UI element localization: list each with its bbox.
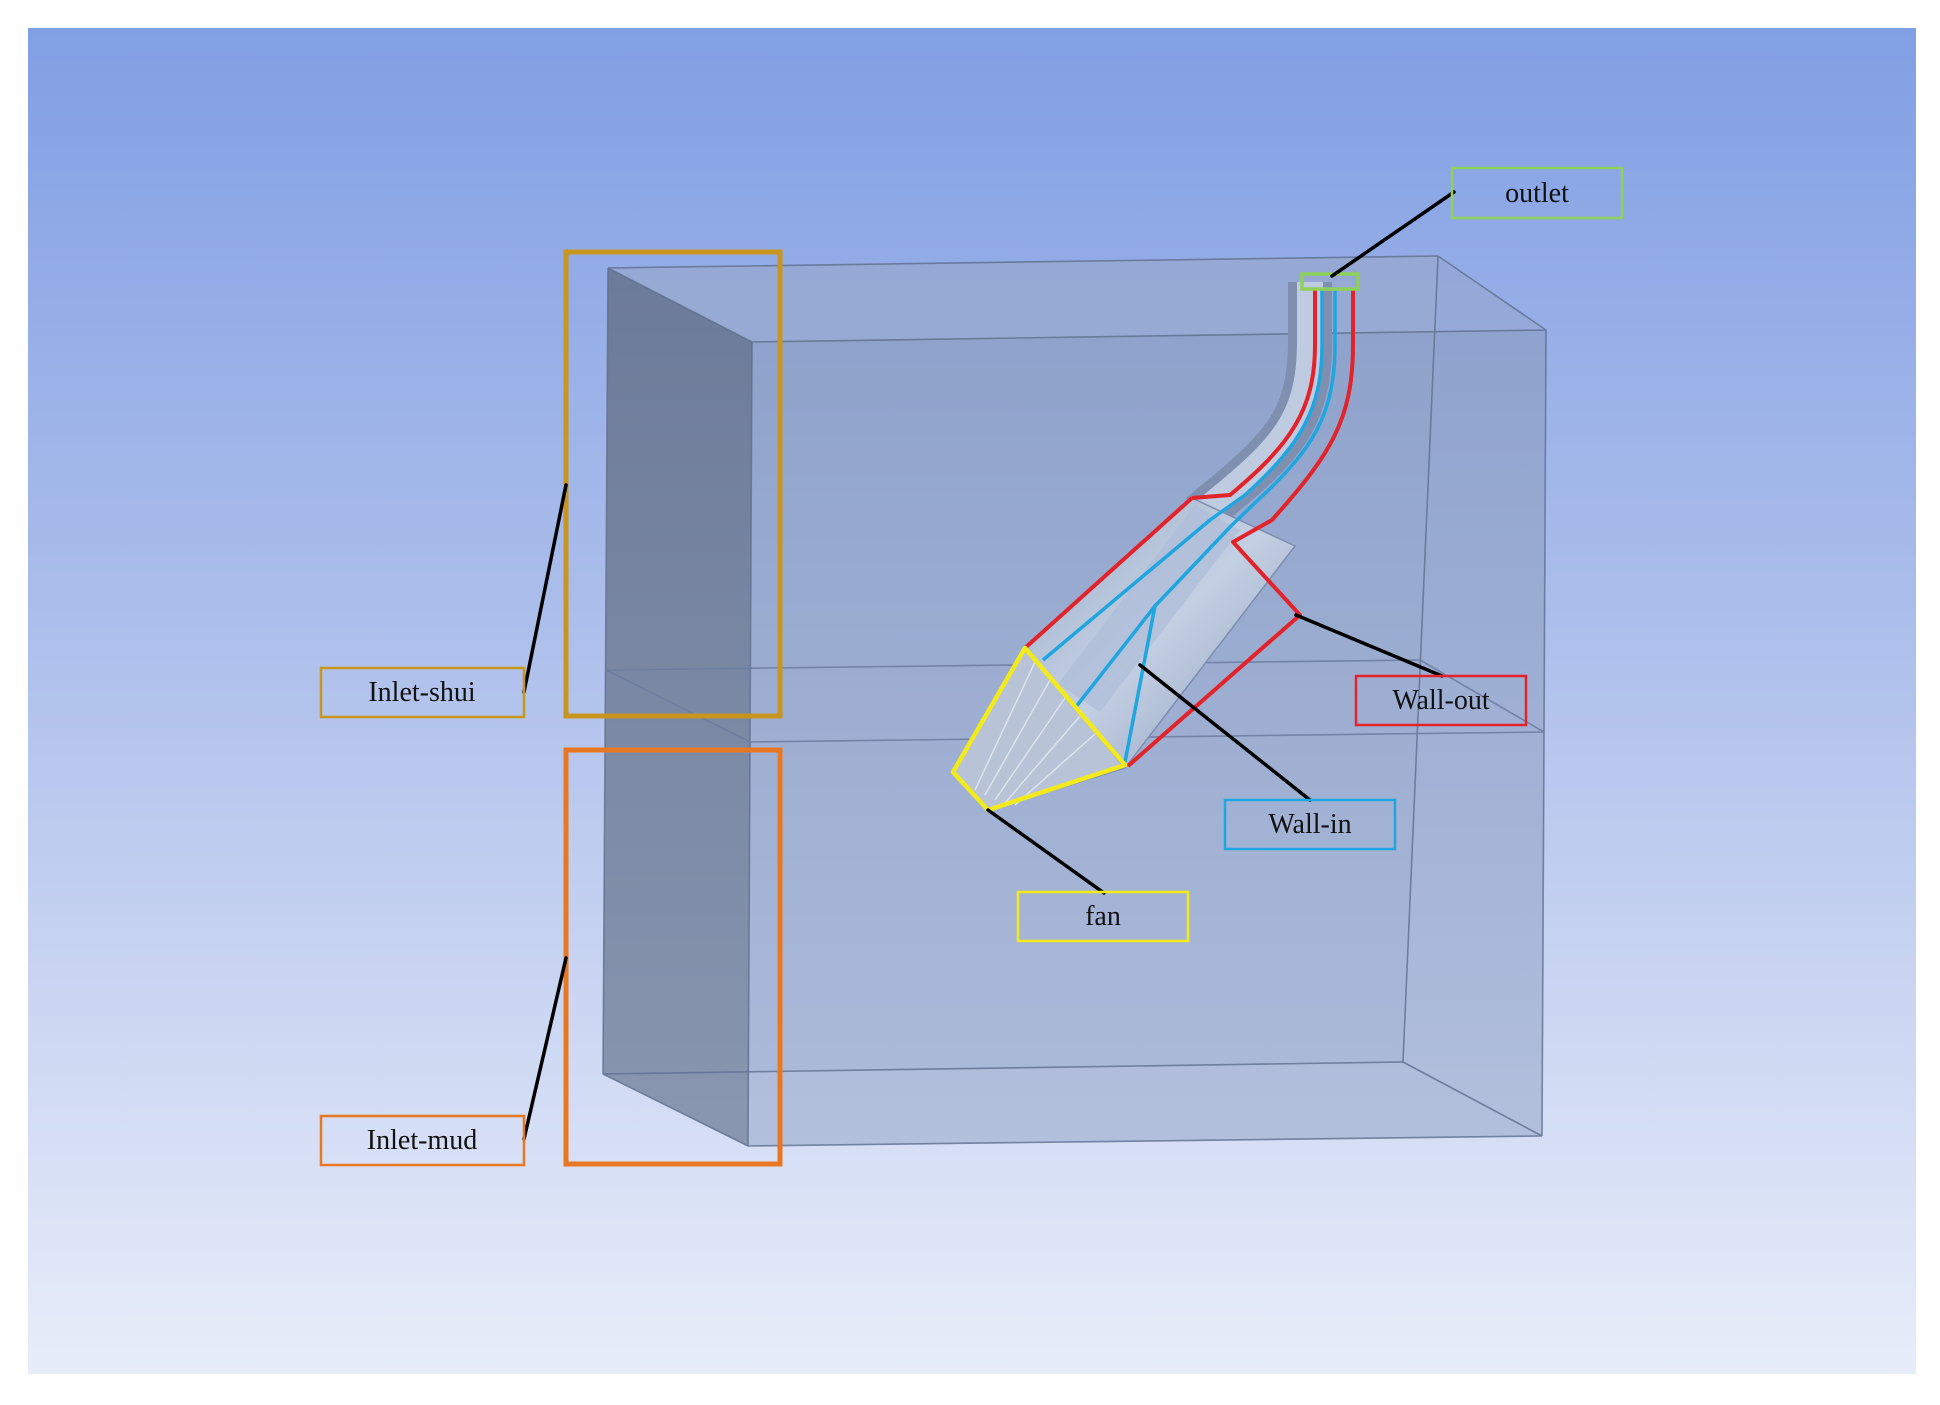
wall-in-outline <box>1041 290 1337 763</box>
leader-fan <box>986 808 1106 895</box>
outlet-outline <box>1300 272 1360 291</box>
wall-out-outline <box>1023 290 1355 768</box>
label-wall-in: Wall-in <box>1223 798 1397 851</box>
leader-inlet-mud <box>522 956 568 1141</box>
leader-inlet-shui <box>522 483 568 694</box>
label-inlet-mud: Inlet-mud <box>319 1114 526 1167</box>
domain-box <box>602 255 1547 1147</box>
label-fan: fan <box>1016 890 1190 943</box>
label-wall-out: Wall-out <box>1354 674 1528 727</box>
label-outlet: outlet <box>1450 166 1624 220</box>
label-wall-in-text: Wall-in <box>1268 809 1351 840</box>
label-fan-text: fan <box>1085 901 1121 932</box>
label-inlet-mud-text: Inlet-mud <box>367 1125 477 1156</box>
label-inlet-shui: Inlet-shui <box>319 666 526 719</box>
label-inlet-shui-text: Inlet-shui <box>368 677 476 708</box>
label-outlet-text: outlet <box>1505 178 1569 209</box>
leader-wall-in <box>1138 663 1312 802</box>
leader-outlet <box>1330 190 1456 278</box>
leader-lines <box>522 190 1456 1141</box>
suction-pipe <box>952 282 1332 811</box>
leader-wall-out <box>1294 613 1444 678</box>
label-wall-out-text: Wall-out <box>1392 685 1489 716</box>
